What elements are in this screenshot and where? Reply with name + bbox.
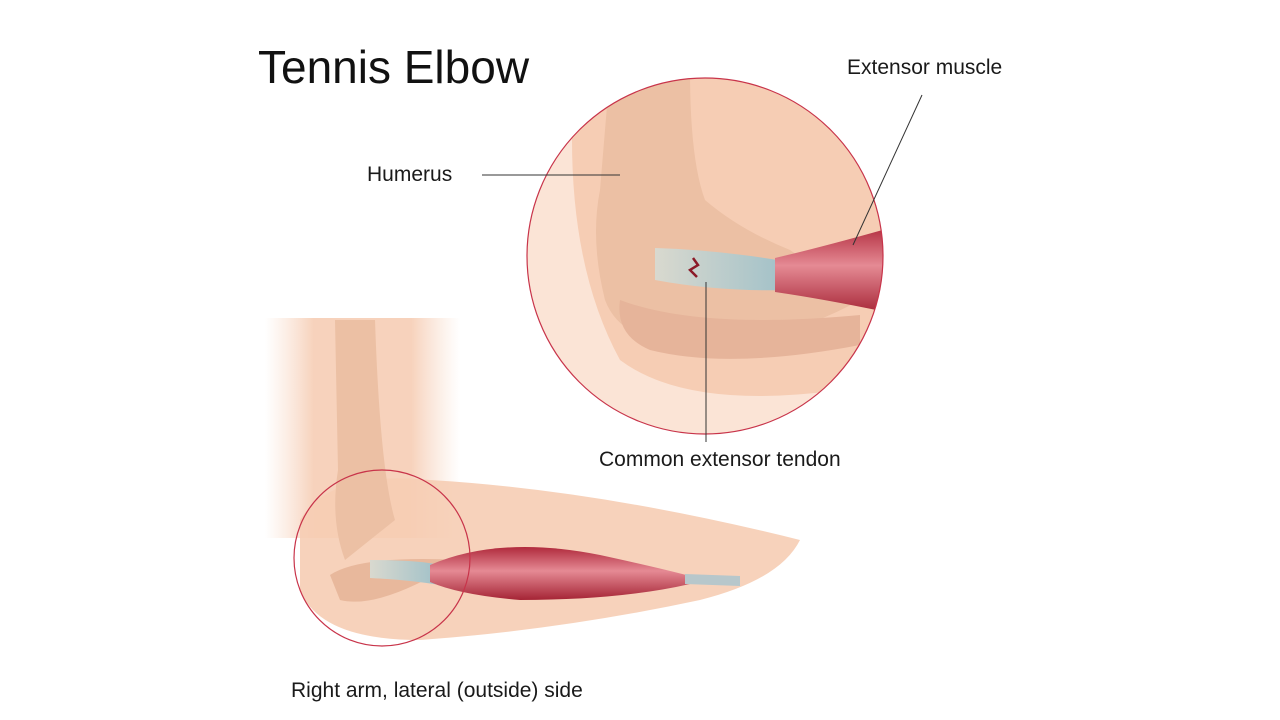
label-humerus: Humerus [367,163,453,186]
zoomed-elbow-drawing [527,78,883,434]
full-arm-drawing [265,318,800,647]
label-extensor-muscle: Extensor muscle [847,56,1003,79]
caption: Right arm, lateral (outside) side [291,679,583,702]
label-common-extensor-tendon: Common extensor tendon [599,448,841,471]
large-zoom-circle [526,77,884,435]
small-zoom-circle [293,469,471,647]
extensor-muscle-leader-line [852,94,923,246]
page-title: Tennis Elbow [258,41,530,93]
